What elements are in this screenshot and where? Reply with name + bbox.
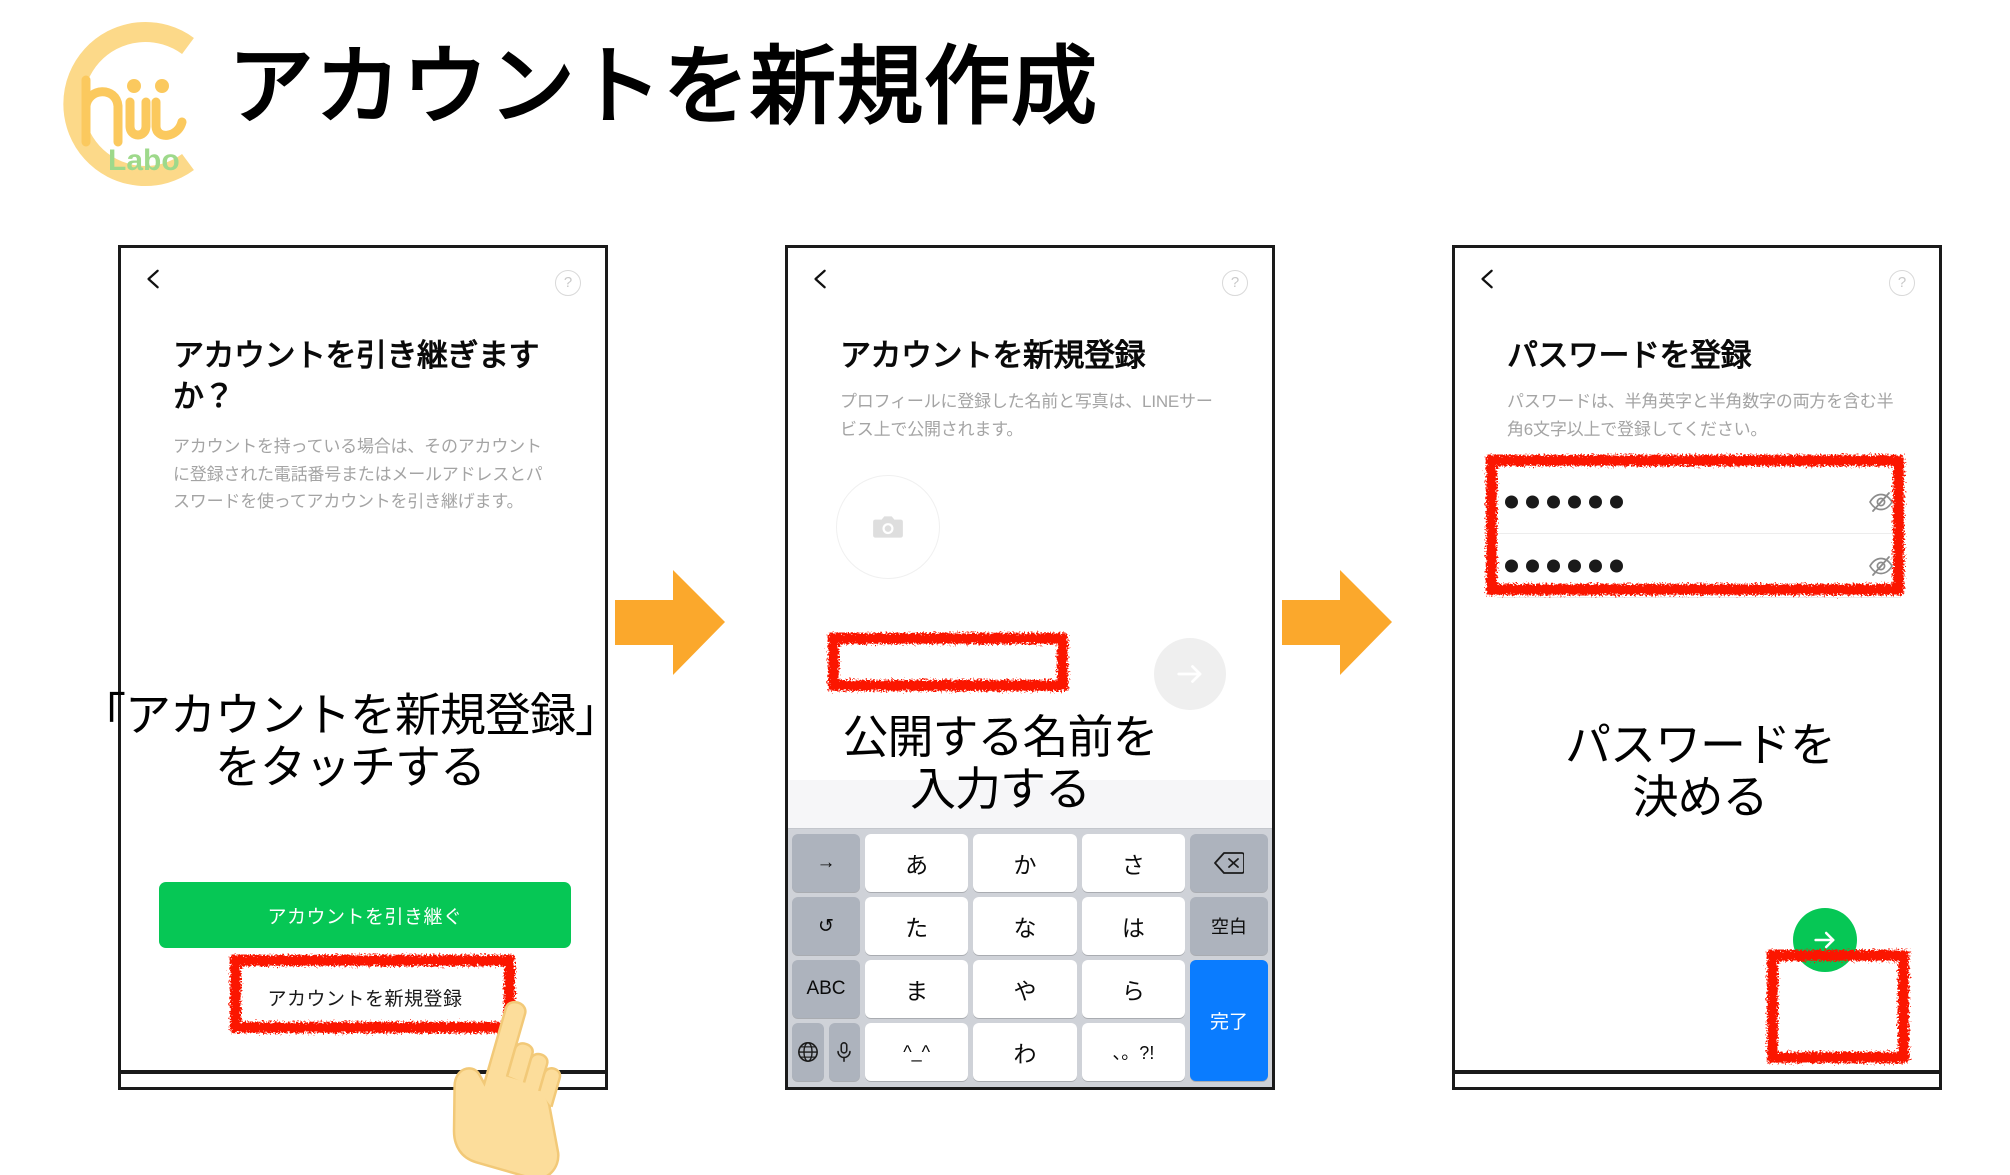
key-undo[interactable]: ↺ [792,897,860,955]
eye-off-icon[interactable] [1867,552,1895,580]
key-ra[interactable]: ら [1081,960,1185,1018]
step-1-caption: 「アカウントを新規登録」 をタッチする [80,689,621,793]
key-backspace[interactable] [1190,834,1268,892]
screen-title: パスワードを登録 [1507,338,1752,373]
keyboard-suggestion-bar [788,780,1272,829]
password-input[interactable] [1497,470,1901,534]
home-indicator [1455,1070,1939,1074]
key-ma[interactable]: ま [865,960,969,1018]
step-3-caption: パスワードを 決める [1565,719,1836,823]
key-sa[interactable]: さ [1081,834,1185,892]
camera-icon [873,516,903,538]
key-abc[interactable]: ABC [792,960,860,1018]
globe-icon [797,1042,818,1062]
keyboard-key-grid: → あ か さ ↺ た な は 空白 ABC ま や ら 完了 [788,829,1272,1087]
nav-bar: ? [788,248,1272,312]
key-wa[interactable]: わ [973,1023,1077,1081]
phone-screen-step-1: ? アカウントを引き継ぎますか？ アカウントを持っている場合は、そのアカウントに… [118,245,608,1090]
home-indicator [121,1070,605,1074]
microphone-icon [837,1042,851,1062]
key-space[interactable]: 空白 [1190,897,1268,955]
password-masked-value [1505,495,1623,508]
profile-photo-picker[interactable] [836,475,940,579]
create-account-button[interactable]: アカウントを新規登録 [159,966,571,1028]
chevron-left-icon[interactable] [143,268,165,290]
chii-labo-logo: Labo [38,14,228,194]
nav-bar: ? [121,248,605,312]
page-title: アカウントを新規作成 [228,39,1098,135]
chevron-left-icon[interactable] [1477,268,1499,290]
pointing-hand-icon [452,1000,562,1175]
submit-password-button[interactable] [1793,908,1857,972]
key-a[interactable]: あ [865,834,969,892]
key-emoticon[interactable]: ^_^ [865,1023,969,1081]
phone-screen-step-2: ? アカウントを新規登録 プロフィールに登録した名前と写真は、LINEサービス上… [785,245,1275,1090]
continue-account-button[interactable]: アカウントを引き継ぐ [159,882,571,948]
step-2-caption: 公開する名前を 入力する [842,711,1159,815]
help-icon[interactable]: ? [555,270,581,296]
screen-description: プロフィールに登録した名前と写真は、LINEサービス上で公開されます。 [840,392,1213,439]
key-microphone[interactable] [828,1023,860,1081]
svg-text:Labo: Labo [108,144,180,177]
display-name-input[interactable] [840,651,1120,701]
page-header: Labo アカウントを新規作成 [0,0,2010,205]
key-globe-mic-pair [792,1023,860,1081]
password-confirm-input[interactable] [1497,534,1901,598]
key-ta[interactable]: た [865,897,969,955]
key-ka[interactable]: か [973,834,1077,892]
password-confirm-masked-value [1505,559,1623,572]
screen-description: アカウントを持っている場合は、そのアカウントに登録された電話番号またはメールアド… [173,437,543,512]
screen-description: パスワードは、半角英字と半角数字の両方を含む半角6文字以上で登録してください。 [1507,392,1894,439]
screen-title: アカウントを新規登録 [840,338,1146,373]
nav-bar: ? [1455,248,1939,312]
orange-arrow-icon-1 [615,570,725,675]
screen-title: アカウントを引き継ぎますか？ [173,338,540,414]
backspace-icon [1214,852,1244,874]
chevron-left-icon[interactable] [810,268,832,290]
key-move-cursor-right[interactable]: → [792,834,860,892]
password-fields [1497,470,1901,598]
help-icon[interactable]: ? [1222,270,1248,296]
help-icon[interactable]: ? [1889,270,1915,296]
phone-screen-step-3: ? パスワードを登録 パスワードは、半角英字と半角数字の両方を含む半角6文字以上… [1452,245,1942,1090]
key-ha[interactable]: は [1081,897,1185,955]
key-done[interactable]: 完了 [1190,960,1268,1081]
key-globe[interactable] [792,1023,824,1081]
eye-off-icon[interactable] [1867,488,1895,516]
logo-mark-icon: Labo [63,22,194,186]
key-ya[interactable]: や [973,960,1077,1018]
key-na[interactable]: な [973,897,1077,955]
arrow-right-icon [1177,665,1202,683]
next-button-disabled[interactable] [1154,638,1226,710]
orange-arrow-icon-2 [1282,570,1392,675]
key-punctuation[interactable]: 、。?! [1081,1023,1185,1081]
japanese-keyboard[interactable]: → あ か さ ↺ た な は 空白 ABC ま や ら 完了 [788,780,1272,1087]
arrow-right-icon [1814,931,1835,949]
